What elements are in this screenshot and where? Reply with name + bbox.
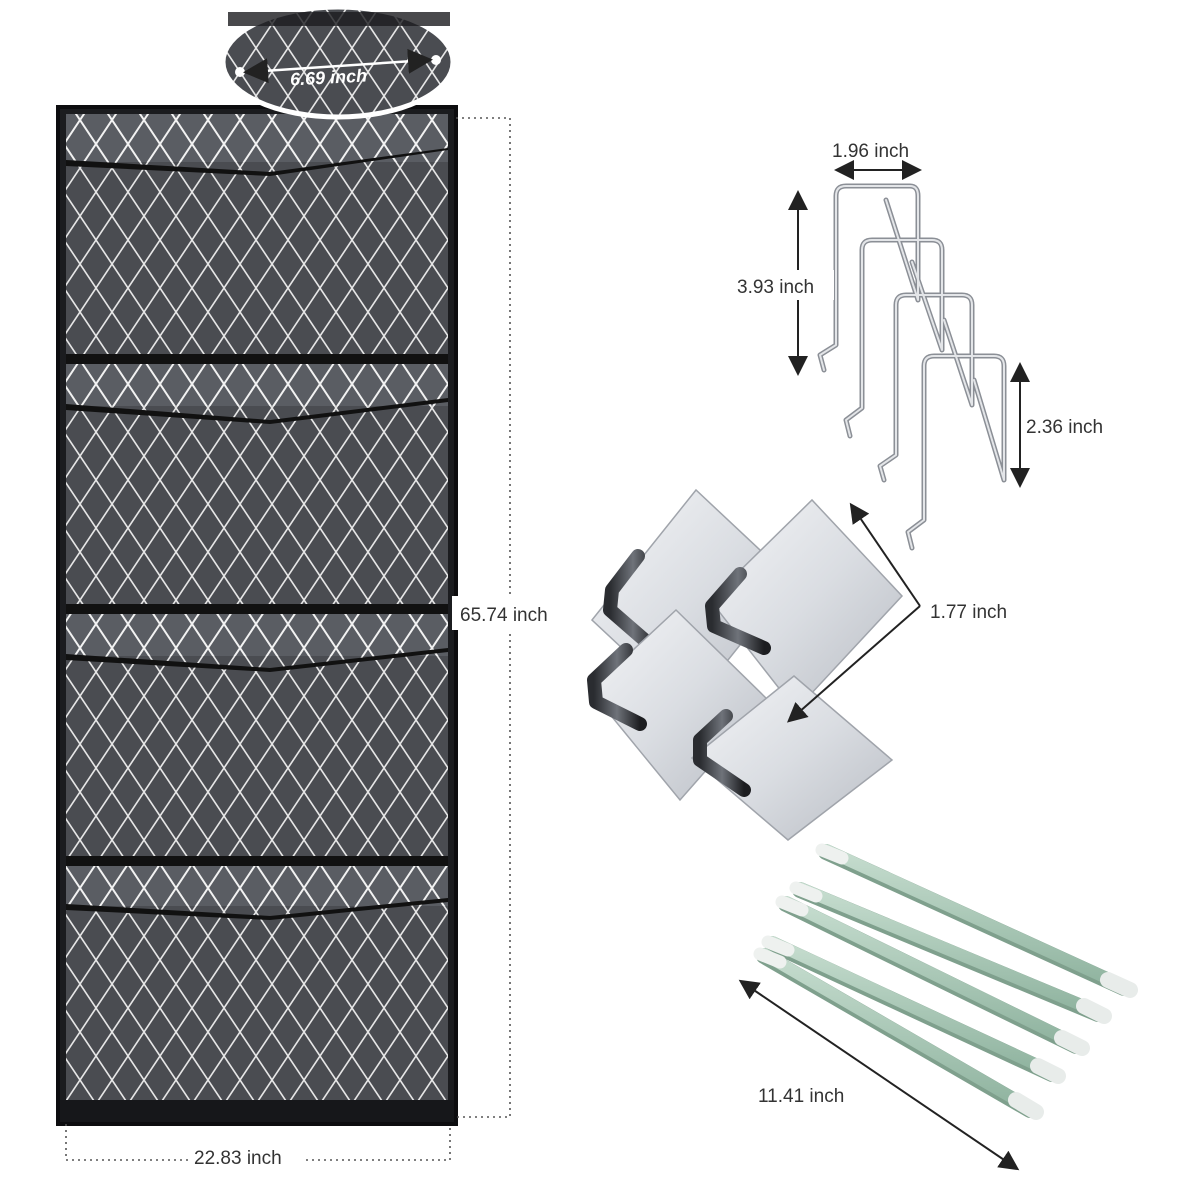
pocket (66, 866, 448, 920)
rod-length-dimension: 11.41 inch (738, 979, 1020, 1171)
over-door-hooks (817, 183, 1007, 551)
hanging-organizer (56, 105, 458, 1126)
rod (775, 895, 1090, 1056)
rod-length-label: 11.41 inch (758, 1086, 844, 1107)
support-rods (753, 843, 1138, 1120)
adhesive-hook (705, 498, 904, 712)
strap-zoom-bubble: 6.69 inch (220, 4, 456, 120)
pocket (66, 614, 448, 866)
hook-top-width-dimension: 1.96 inch (832, 141, 922, 180)
hook-height-label: 3.93 inch (737, 277, 814, 298)
adhesive-hook (690, 675, 894, 841)
adhesive-hooks (587, 488, 904, 841)
hook-top-width-label: 1.96 inch (832, 141, 909, 162)
organizer-height-dimension: 65.74 inch (452, 117, 562, 1118)
adhesive-hook-size-dimension: 1.77 inch (786, 502, 1007, 723)
hook-height-dimension: 3.93 inch (734, 190, 834, 376)
hook-drop-label: 2.36 inch (1026, 417, 1103, 438)
rod (789, 881, 1112, 1024)
adhesive-hook-size-label: 1.77 inch (930, 602, 1007, 623)
pocket (66, 364, 448, 614)
rod (815, 843, 1138, 998)
organizer-width-dimension: 22.83 inch (65, 1124, 451, 1176)
strap-width-label: 6.69 inch (290, 65, 368, 89)
pocket (66, 114, 448, 364)
hook-drop-dimension: 2.36 inch (1010, 362, 1103, 488)
height-label: 65.74 inch (460, 605, 548, 626)
width-label: 22.83 inch (194, 1148, 282, 1169)
